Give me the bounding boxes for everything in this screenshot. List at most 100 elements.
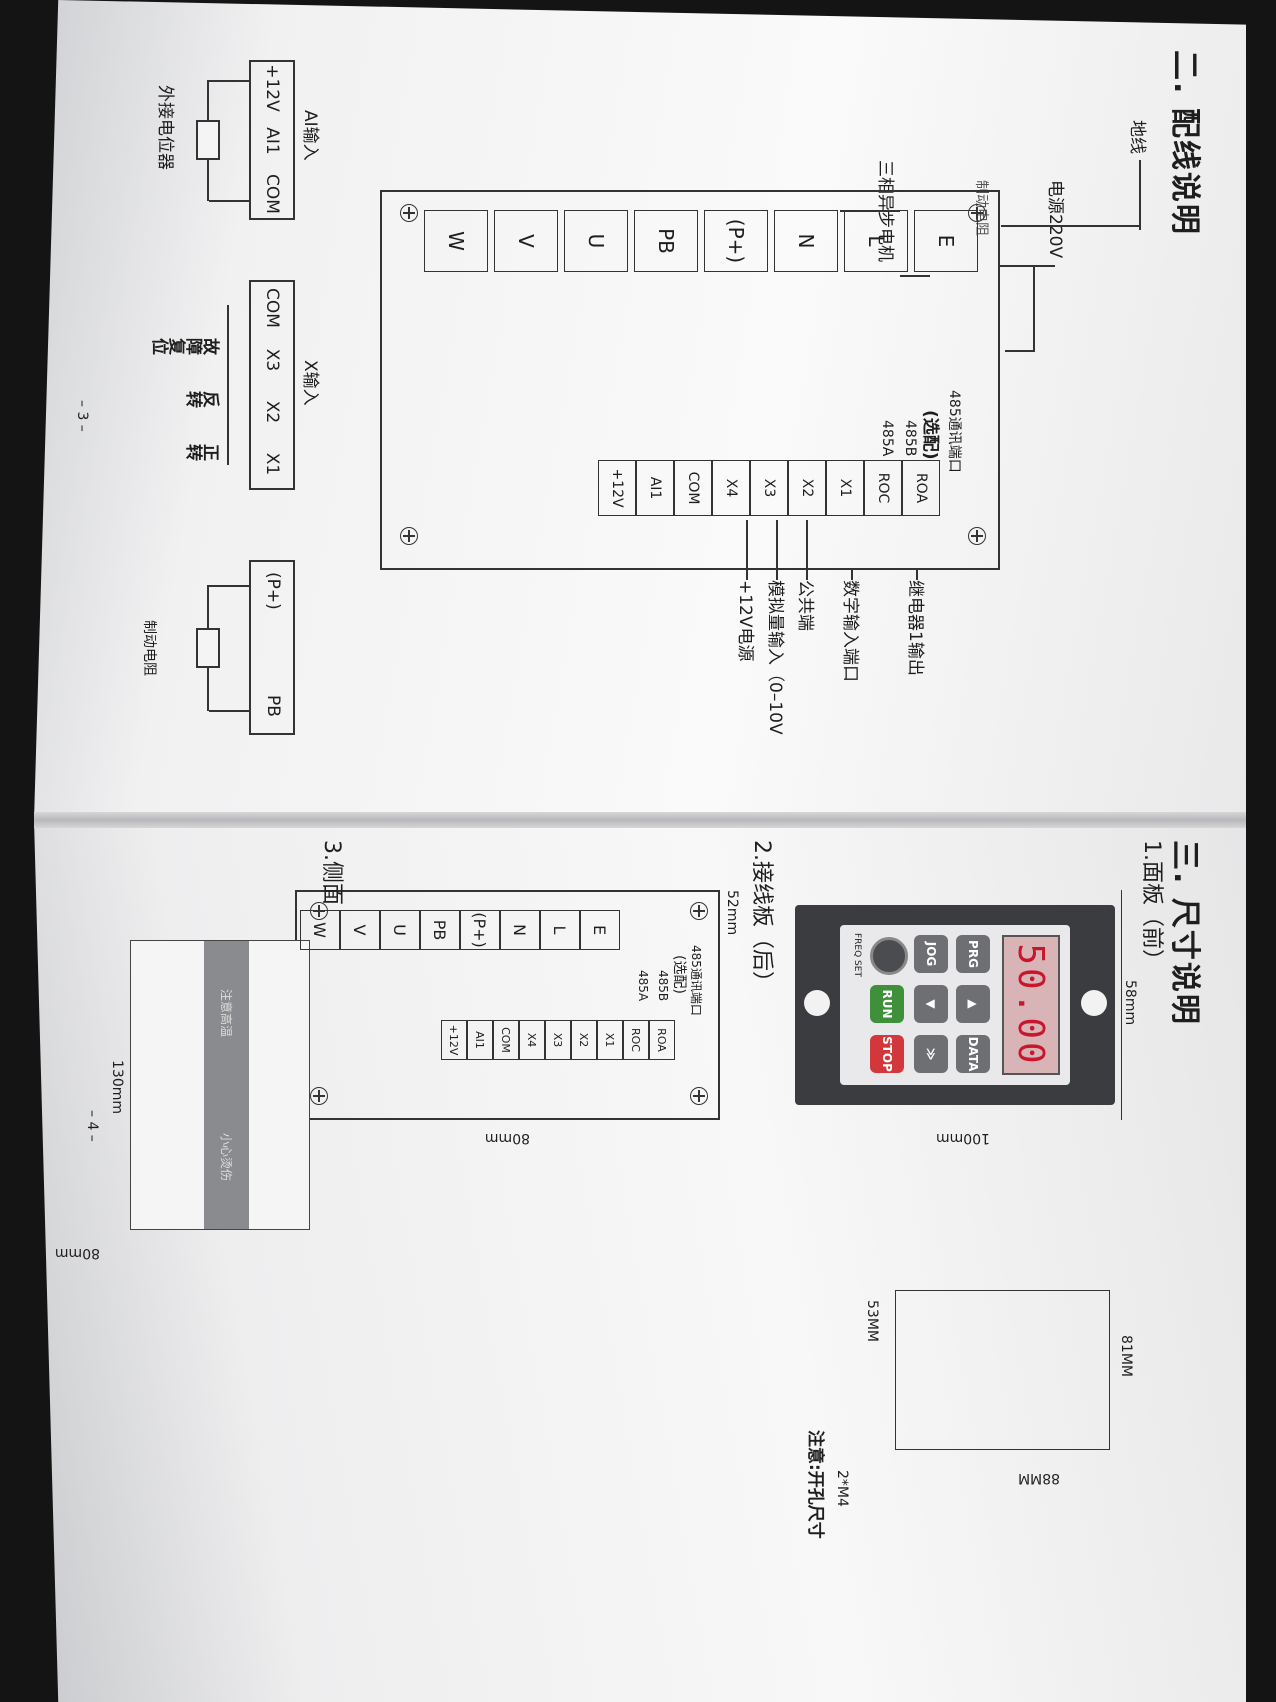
terminal-n: N (774, 210, 838, 272)
brake-wire (209, 585, 249, 587)
terminal-x1: X1 (262, 452, 282, 476)
warning-burn: 小心烫伤 (219, 1132, 233, 1181)
label-ground: 地线 (1127, 120, 1147, 154)
terminal-com: COM (262, 288, 282, 328)
pot-wire (209, 80, 249, 82)
terminal-pb: PB (420, 910, 460, 950)
terminal-+12v: +12V (441, 1020, 467, 1060)
terminal-ai1: AI1 (262, 127, 282, 155)
rs485-title: 485通讯端口 (946, 390, 962, 473)
cutout-height: 53MM (864, 1300, 880, 1342)
left-page-content: 二. 配线说明 地线 电源220V 制动电阻 三相异步电机 485通讯端口 (选… (50, 20, 1230, 800)
cutout-screw: 2*M4 (834, 1470, 850, 1507)
cutout-outer-width: 88MM (1018, 1470, 1060, 1486)
freq-knob[interactable] (870, 937, 908, 975)
terminal-com: COM (493, 1020, 519, 1060)
terminal-x4: X4 (712, 460, 750, 516)
terminal-x1: X1 (597, 1020, 623, 1060)
caption-reverse: 反转 (186, 387, 220, 407)
terminal-roc: ROC (623, 1020, 649, 1060)
terminal-ai1: AI1 (467, 1020, 493, 1060)
left-page-sheet (34, 0, 1246, 820)
terminal-x2: X2 (788, 460, 826, 516)
leader-power-r (1005, 350, 1035, 352)
terminal-v: V (340, 910, 380, 950)
page-number-4: – 4 – (84, 1110, 100, 1142)
warning-hot: 注意高温 (219, 988, 233, 1037)
section-title-wiring: 二. 配线说明 (1167, 50, 1202, 236)
shift-key[interactable]: ≫ (914, 1035, 948, 1073)
up-key[interactable]: ▲ (956, 985, 990, 1023)
panel-title: 1.面板（前） (1139, 840, 1164, 971)
panel-width: 58mm (1122, 980, 1138, 1026)
caption-fault-reset: 故障复位 (152, 334, 220, 354)
screw-icon (400, 204, 418, 222)
terminal-v: V (494, 210, 558, 272)
board-rs485-a: 485A (636, 970, 650, 1002)
terminal-com: COM (262, 174, 282, 214)
screw-icon (310, 1087, 328, 1105)
label-12v-supply: +12V电源 (735, 580, 755, 662)
screw-icon (690, 1087, 708, 1105)
run-key[interactable]: RUN (870, 985, 904, 1023)
stop-key[interactable]: STOP (870, 1035, 904, 1073)
prg-key[interactable]: PRG (956, 935, 990, 973)
leader-power-h (1033, 265, 1035, 350)
terminal-x3: X3 (750, 460, 788, 516)
pot-wire (209, 200, 249, 202)
right-page-content: 三. 尺寸说明 1.面板（前） 58mm 50.00 PRG ▲ DATA JO… (50, 830, 1230, 1680)
panel-face: 50.00 PRG ▲ DATA JOG ▼ ≫ RUN STOP FREQ S… (840, 925, 1070, 1085)
terminal-+12v: +12V (598, 460, 636, 516)
down-key[interactable]: ▼ (914, 985, 948, 1023)
leader-digital (851, 570, 853, 580)
side-length: 130mm (109, 1060, 125, 1114)
terminal-ai1: AI1 (636, 460, 674, 516)
terminal-roc: ROC (864, 460, 902, 516)
screw-icon (400, 527, 418, 545)
ai-input-title: AI输入 (300, 110, 320, 161)
knob-label: FREQ SET (852, 933, 862, 977)
warning-band: 注意高温 小心烫伤 (204, 941, 249, 1229)
brake-terminal-pb: PB (263, 695, 283, 717)
caption-forward: 正转 (186, 440, 220, 460)
rs485-b: 485B (902, 420, 918, 457)
dim-line (1120, 890, 1122, 1120)
label-relay-output: 继电器1输出 (905, 580, 925, 676)
screw-icon (690, 902, 708, 920)
leader-ground-v (1001, 225, 1141, 227)
ai-input-caption: 外接电位器 (155, 85, 175, 170)
cutout-inner-width: 81MM (1118, 1335, 1134, 1377)
terminal-x2: X2 (571, 1020, 597, 1060)
board-rs485-sub: (选配) (671, 955, 687, 994)
rs485-a: 485A (879, 420, 895, 457)
board-height: 80mm (484, 1130, 530, 1146)
page-number-3: – 3 – (74, 400, 90, 432)
jog-key[interactable]: JOG (914, 935, 948, 973)
label-analog-input: 模拟量输入（0–10V (765, 580, 785, 735)
board-rs485-title: 485通讯端口 (689, 945, 703, 1016)
terminal-x3: X3 (262, 348, 282, 372)
terminal-com: COM (674, 460, 712, 516)
leader-ground (1139, 160, 1141, 230)
terminal-x2: X2 (262, 400, 282, 424)
leader-relay (916, 570, 918, 580)
brake-resistor-icon (196, 628, 220, 668)
terminal-roa: ROA (902, 460, 940, 516)
terminal-l: L (540, 910, 580, 950)
brake-wire (209, 710, 249, 712)
terminal-x1: X1 (826, 460, 864, 516)
display-screen: 50.00 (1002, 935, 1060, 1075)
side-title: 3.侧面 (319, 840, 344, 905)
terminal-e: E (914, 210, 978, 272)
brake-terminal-p: (P+) (263, 572, 283, 610)
x-input-title: X输入 (300, 360, 320, 406)
section-title-dimensions: 三. 尺寸说明 (1167, 840, 1202, 1026)
data-key[interactable]: DATA (956, 1035, 990, 1073)
leader-analog (776, 520, 778, 580)
terminal-u: U (564, 210, 628, 272)
board-width: 52mm (724, 890, 740, 936)
book-spine (34, 812, 1246, 828)
switch-common-wire (227, 305, 229, 465)
screw-icon (968, 527, 986, 545)
mount-hole (1081, 990, 1107, 1016)
